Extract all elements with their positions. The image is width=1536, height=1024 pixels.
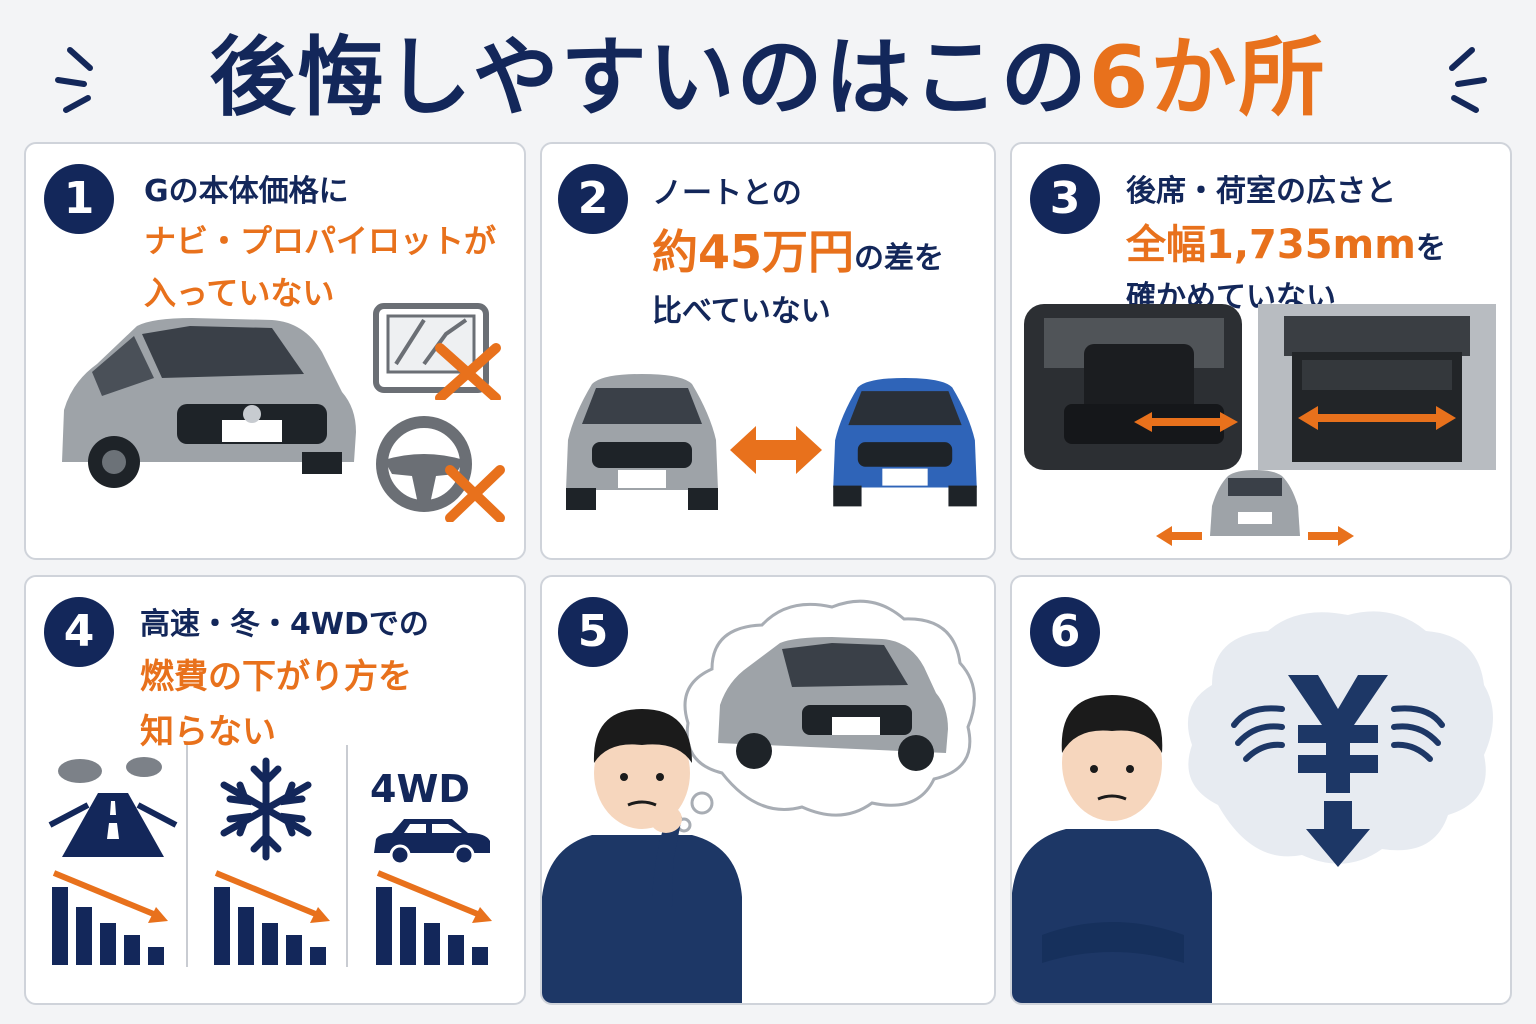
panel-text: 高速・冬・4WDでの 燃費の下がり方を 知らない [140,599,429,753]
panel-number: 6 [1030,597,1100,667]
panel-line: 高速・冬・4WDでの [140,607,429,642]
4wd-label: 4WD [370,767,470,811]
panel-number: 5 [558,597,628,667]
title-accent: 6か所 [1088,28,1327,128]
panel-1-navigation-propilot: 1 Gの本体価格に ナビ・プロパイロットが 入っていない [24,142,526,560]
declining-bar-chart-icon [376,870,492,965]
panel-line-highlight: 入っていない [144,274,335,312]
navigation-screen-icon [373,303,501,400]
thought-bubble-icon [676,599,976,833]
burst-lines-icon [1449,47,1487,113]
blue-car-front-image [833,377,977,507]
panel-2-price-difference: 2 ノートとの 約45万円の差を 比べていない [540,142,996,560]
panel-line: の差を [854,241,945,276]
divider [346,745,348,967]
title-main: 後悔しやすいのはこの [209,28,1089,128]
panel-number: 1 [44,164,114,234]
panel-line: 後席・荷室の広さと [1126,174,1396,209]
panel-text: ノートとの 約45万円の差を 比べていない [652,168,944,330]
panel-text: Gの本体価格に ナビ・プロパイロットが 入っていない [144,166,496,314]
silver-car-image [62,318,356,488]
declining-bar-chart-icon [52,870,168,965]
panel-number: 4 [44,597,114,667]
panel-4-fuel-economy: 4 高速・冬・4WDでの 燃費の下がり方を 知らない 4WD [24,575,526,1005]
panel-3-interior-width: 3 後席・荷室の広さと 全幅1,735mmを 確かめていない [1010,142,1512,560]
panel-5-thinking-man: 5 [540,575,996,1005]
panel-number: 2 [558,164,628,234]
car-width-image [1156,470,1354,546]
panel-line: 比べていない [652,294,831,329]
thinking-man-illustration [542,709,742,1003]
worried-man-illustration [1012,695,1212,1003]
rear-seat-image [1024,304,1242,470]
panel-6-money-flying-away: 6 [1010,575,1512,1005]
panel-line-highlight: 燃費の下がり方を [140,657,412,697]
snowflake-icon [220,757,312,861]
compare-arrow-icon [730,426,822,474]
panel-line-highlight: ナビ・プロパイロットが [144,222,497,260]
panel-line: ノートとの [652,176,802,211]
car-icon [374,819,490,865]
panel-line: を [1415,231,1446,266]
panel-number: 3 [1030,164,1100,234]
cargo-area-image [1258,304,1496,470]
width-highlight: 全幅1,735mm [1126,222,1416,268]
burst-lines-icon [55,47,93,113]
highway-icon [48,757,178,857]
steering-wheel-icon [376,416,505,522]
silver-car-front-image [566,374,718,510]
panel-text: 後席・荷室の広さと 全幅1,735mmを 確かめていない [1126,166,1446,316]
declining-bar-chart-icon [214,870,330,965]
thought-bubble-icon [1187,611,1493,867]
page-title: 後悔しやすいのはこの6か所 [0,18,1536,138]
divider [186,745,188,967]
panel-line-highlight: 知らない [140,712,276,752]
panel-line: Gの本体価格に [144,174,349,209]
price-difference-highlight: 約45万円 [652,225,855,279]
